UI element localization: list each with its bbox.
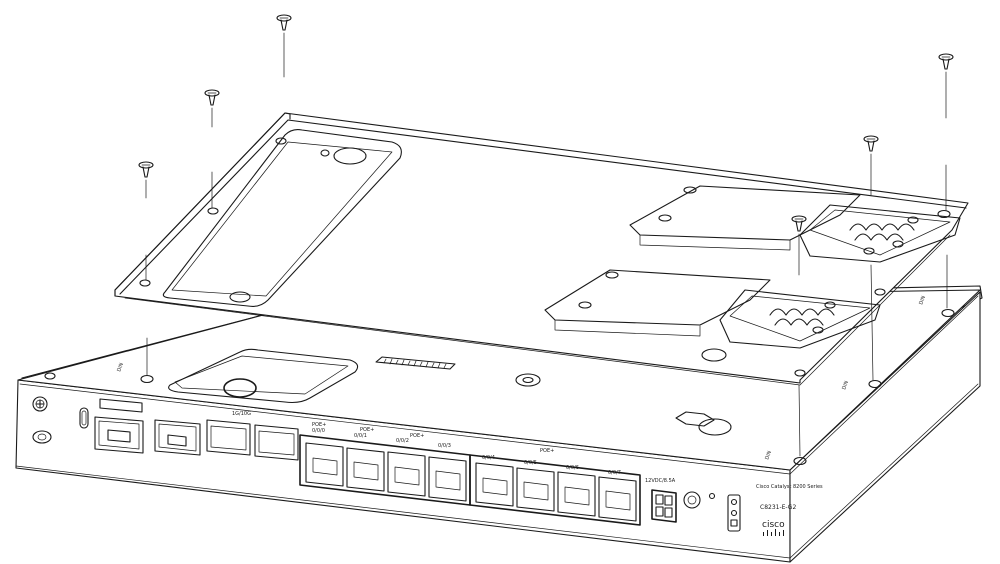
poe-label-c: POE+ [410, 433, 424, 439]
poe-label-d: POE+ [540, 448, 554, 454]
top-face-details: DIN DIN DIN DIN [44, 288, 955, 466]
port-label-0: 0/0/0 [312, 428, 325, 434]
screw-icon [204, 89, 220, 209]
svg-text:DIN: DIN [918, 295, 927, 306]
screw-icon [863, 135, 879, 381]
series-label: Cisco Catalyst 8200 Series [756, 484, 823, 490]
svg-text:DIN: DIN [764, 450, 773, 461]
svg-text:DIN: DIN [841, 380, 850, 391]
power-button-icon [683, 491, 701, 509]
poe-label-a: POE+ [312, 422, 326, 428]
svg-text:DIN: DIN [116, 362, 125, 373]
poe-port-group-right: 0/0/4 0/0/5 0/0/6 0/0/7 POE+ [469, 448, 641, 526]
led-panel [727, 494, 741, 532]
speed-label: 1G/10G [232, 411, 251, 417]
mounting-plate [114, 112, 969, 386]
screw-icon [276, 14, 292, 78]
din-clip-lower [544, 269, 881, 349]
brand-bars [763, 529, 784, 536]
port-label-6: 0/0/6 [566, 465, 579, 471]
rating-label: 12VDC/8.5A [645, 478, 676, 484]
sfp-ports: 1G/10G [206, 411, 299, 461]
usb-c-icon [79, 407, 89, 429]
port-label-7: 0/0/7 [608, 470, 621, 476]
poe-label-b: POE+ [360, 427, 374, 433]
port-label-5: 0/0/5 [524, 460, 537, 466]
console-port [94, 398, 144, 454]
screw-set [138, 14, 954, 457]
screw-icon [138, 161, 154, 376]
poe-port-group-left: 0/0/0 0/0/1 0/0/2 0/0/3 POE+ POE+ POE+ [299, 422, 471, 506]
dc-power-connector: 12VDC/8.5A [645, 478, 677, 523]
port-label-4: 0/0/4 [482, 455, 495, 461]
port-label-3: 0/0/3 [438, 443, 451, 449]
din-clip-upper [629, 185, 961, 263]
front-panel: 1G/10G 0/0/0 0/0/1 0/0/2 0/0/3 POE+ POE+… [32, 396, 823, 536]
port-label-2: 0/0/2 [396, 438, 409, 444]
brand-logo: cisco [762, 520, 785, 530]
port-label-1: 0/0/1 [354, 433, 367, 439]
screw-icon [791, 215, 807, 457]
model-label: C8231-E-G2 [760, 504, 796, 511]
ground-icon [32, 396, 48, 412]
screw-icon [938, 53, 954, 309]
management-port [154, 419, 201, 456]
